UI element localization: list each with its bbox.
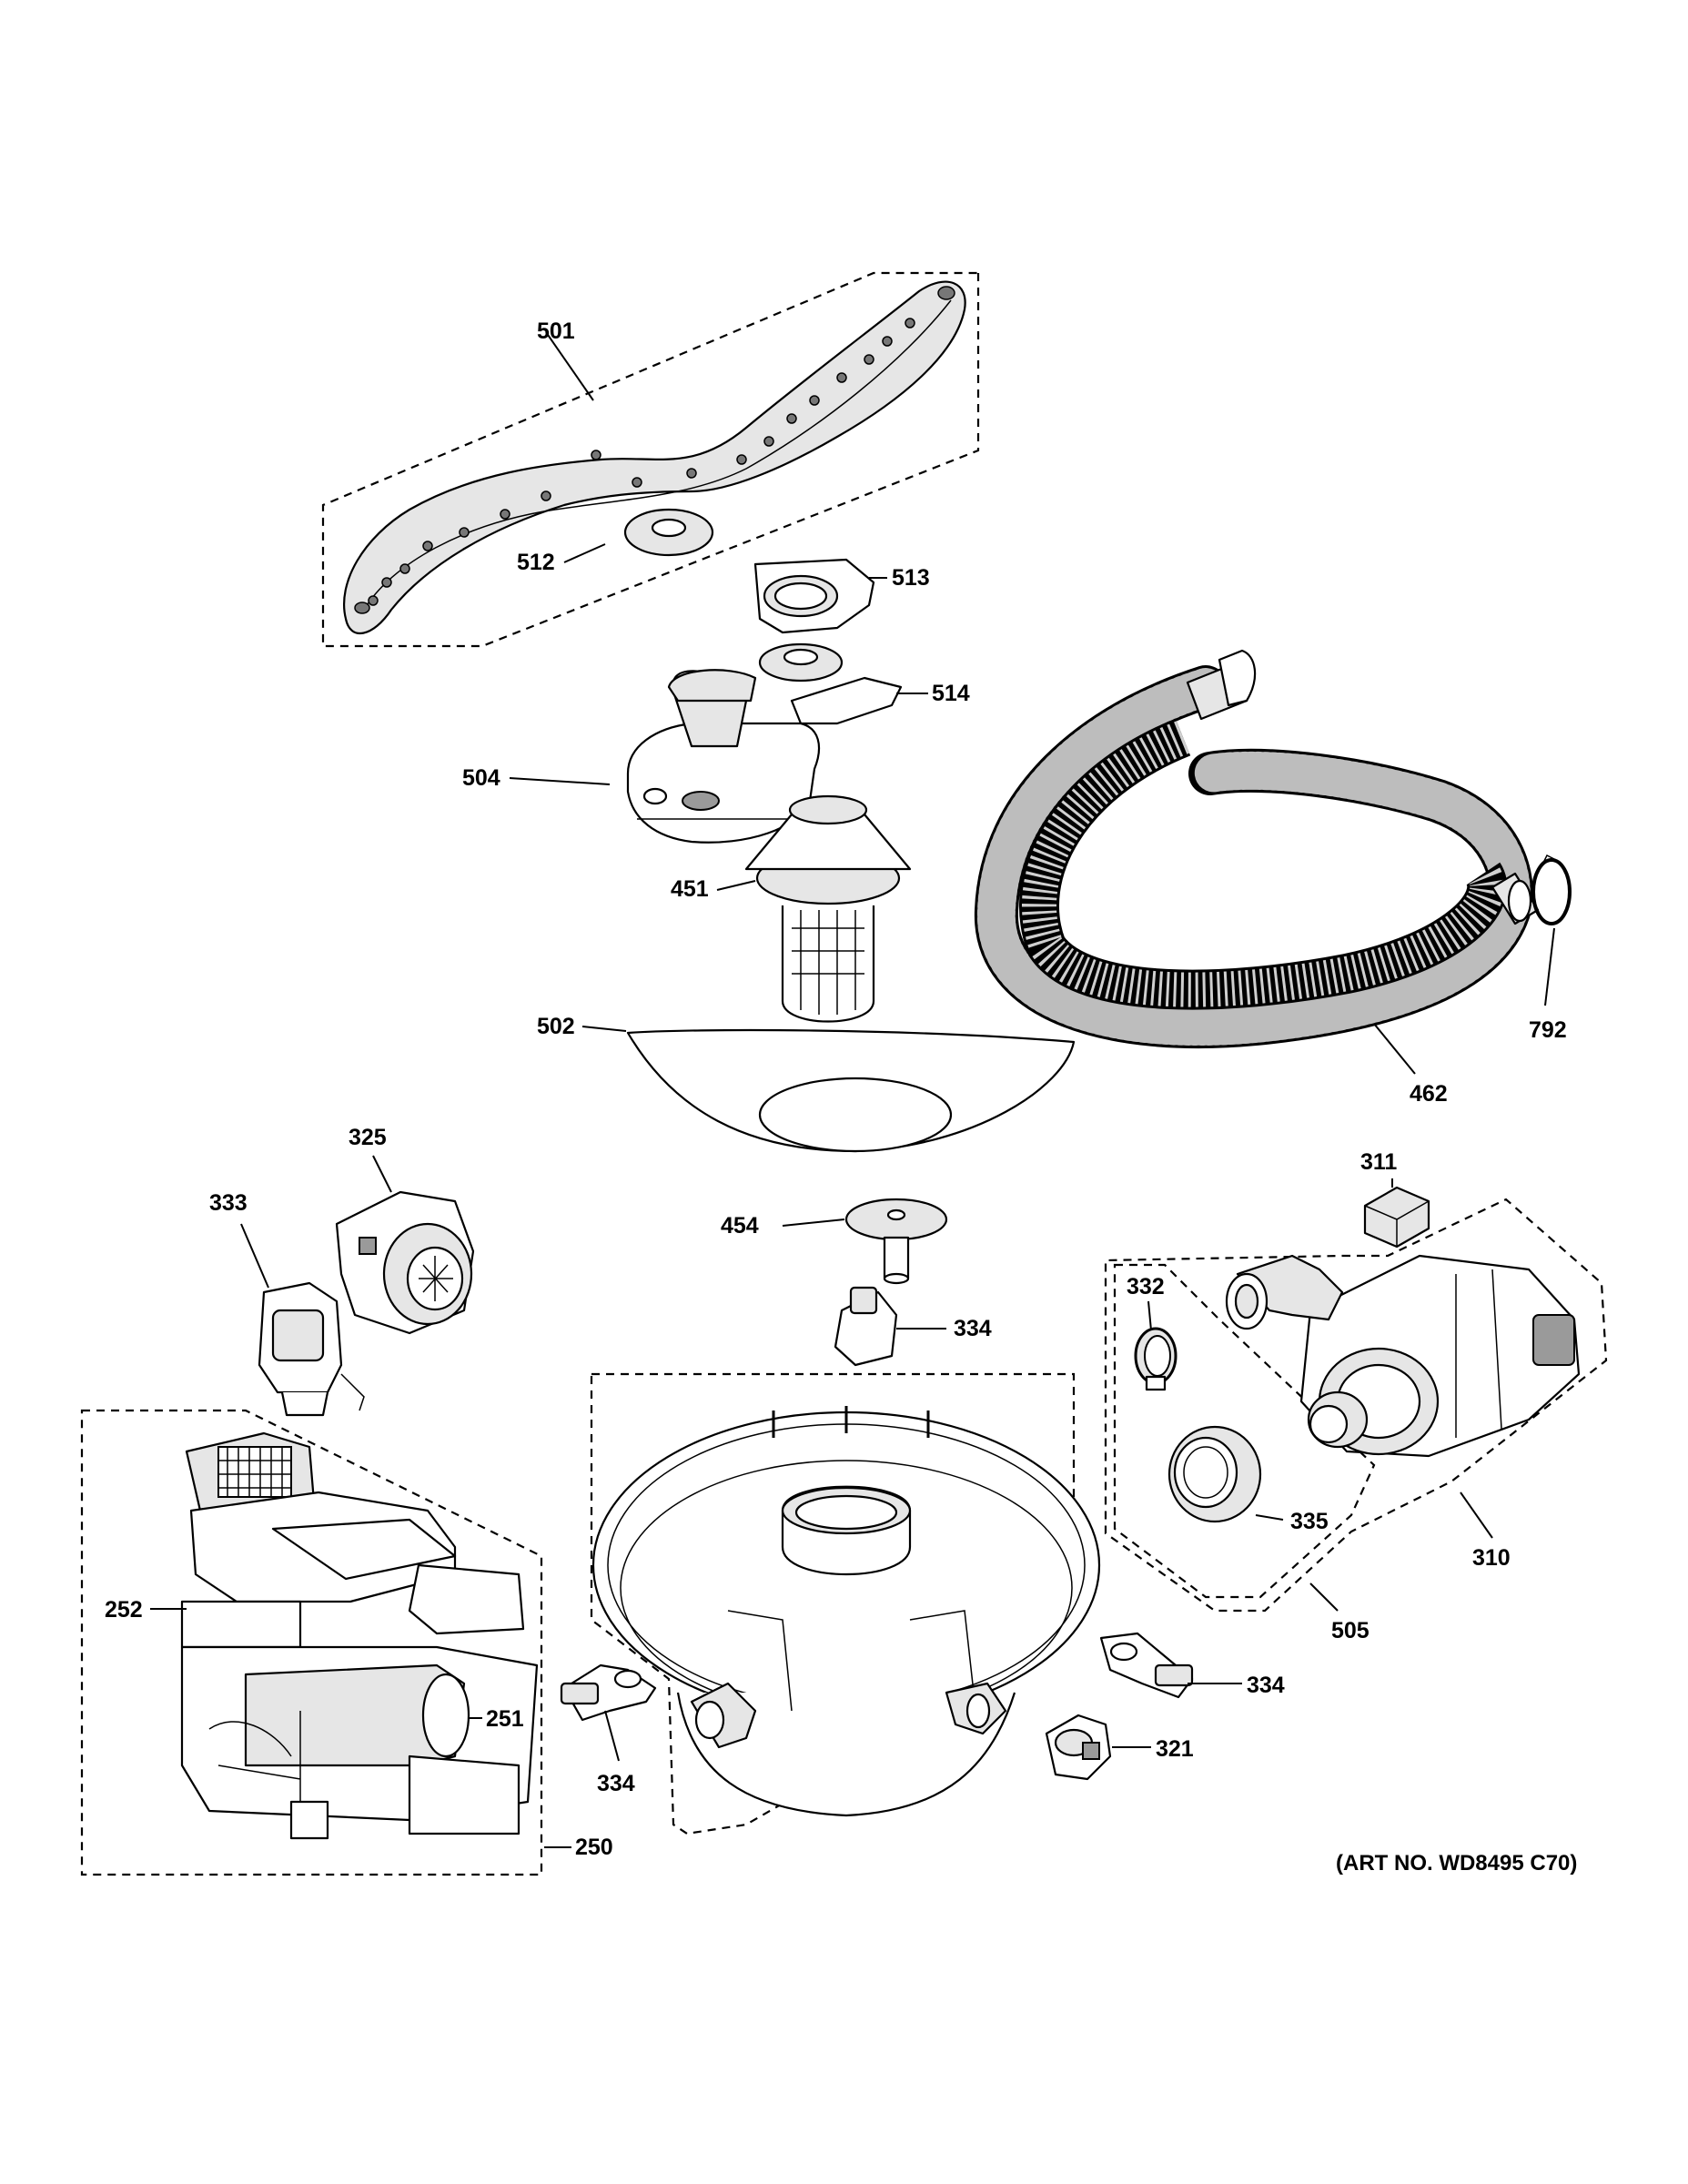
label-321: 321 [1156, 1736, 1194, 1762]
part-332-group: 332 [1127, 1274, 1178, 1391]
label-501: 501 [537, 318, 575, 344]
label-251: 251 [486, 1706, 524, 1732]
part-311-group: 311 [1360, 1149, 1430, 1249]
label-311: 311 [1360, 1149, 1397, 1175]
label-512: 512 [517, 550, 555, 575]
label-502: 502 [537, 1014, 575, 1039]
spray-arm-501 [343, 280, 966, 635]
group-box-250 [80, 1409, 543, 1876]
part-333-group: 333 [209, 1190, 365, 1417]
label-514: 514 [932, 681, 970, 706]
part-502-group: 502 [537, 1014, 1076, 1153]
label-462: 462 [1410, 1081, 1448, 1107]
label-250: 250 [575, 1835, 613, 1860]
label-333: 333 [209, 1190, 248, 1216]
part-451-group: 451 [671, 794, 912, 1023]
part-454-group: 454 [721, 1198, 948, 1285]
label-334-left: 334 [597, 1771, 635, 1796]
label-334-top: 334 [954, 1316, 992, 1341]
group-box-501 [321, 271, 980, 648]
art-number: (ART NO. WD8495 C70) [1336, 1851, 1577, 1876]
label-792: 792 [1529, 1017, 1567, 1043]
label-335: 335 [1290, 1509, 1329, 1534]
clamp-792 [1531, 858, 1572, 925]
part-335-group: 335 [1167, 1425, 1329, 1534]
part-321-group: 321 [1045, 1714, 1194, 1781]
group-box-505 [590, 1372, 1076, 1835]
label-451: 451 [671, 876, 709, 902]
part-250-assembly: 252 251 250 [80, 1409, 613, 1876]
part-462-group: 462 [974, 649, 1540, 1107]
pump-assembly: 310 [1104, 1198, 1608, 1613]
part-504-group: 504 [462, 669, 821, 844]
spray-arm-assembly: 501 [321, 271, 980, 648]
part-792-group: 792 [1529, 854, 1572, 1043]
label-504: 504 [462, 765, 500, 791]
label-332: 332 [1127, 1274, 1165, 1299]
label-454: 454 [721, 1213, 759, 1239]
part-334-right-group: 334 [1099, 1632, 1285, 1699]
part-334-top-group: 334 [834, 1286, 992, 1367]
block-311 [1363, 1186, 1430, 1249]
part-325-group: 325 [335, 1125, 475, 1335]
label-334-right: 334 [1247, 1673, 1285, 1698]
spray-nozzles [354, 286, 955, 614]
label-505: 505 [1331, 1618, 1370, 1643]
group-box-310 [1104, 1198, 1608, 1613]
part-512-group: 512 [517, 508, 714, 575]
label-252: 252 [105, 1597, 143, 1623]
label-513: 513 [892, 565, 930, 591]
sump-assembly: 505 [590, 1372, 1370, 1835]
part-514-group: 514 [758, 642, 970, 725]
group-box-505-inner [1113, 1263, 1376, 1599]
label-325: 325 [349, 1125, 387, 1150]
part-334-left-group: 334 [560, 1663, 657, 1796]
label-310: 310 [1472, 1545, 1511, 1571]
part-513-group: 513 [753, 558, 930, 634]
